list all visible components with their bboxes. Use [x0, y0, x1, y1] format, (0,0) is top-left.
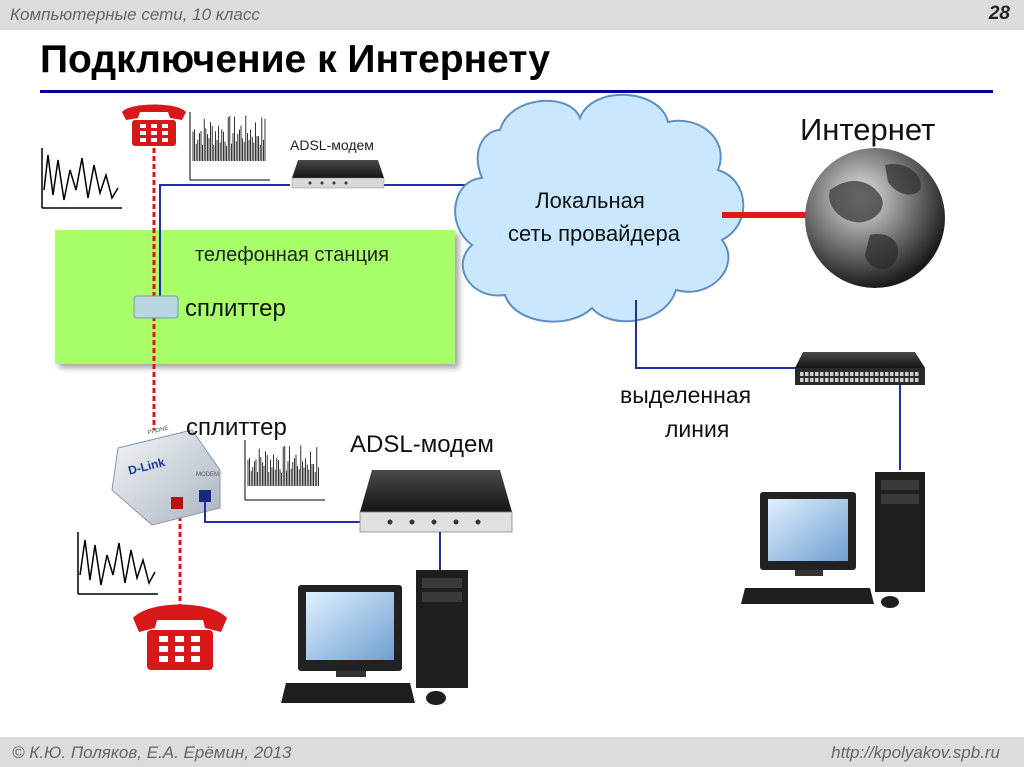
digital-signal-graph-top — [189, 112, 270, 181]
switch-port — [895, 378, 899, 382]
adsl-modem-small-label: ADSL-модем — [290, 137, 374, 153]
cloud-label-line2: сеть провайдера — [508, 221, 681, 246]
switch-port — [805, 372, 809, 376]
splitter-port-phone-label: PHONE — [147, 425, 169, 436]
footer-site: http://kpolyakov.spb.ru — [831, 743, 1000, 762]
switch-port — [865, 378, 869, 382]
switch-port — [810, 372, 814, 376]
pc-right — [741, 472, 925, 608]
switch-port — [885, 378, 889, 382]
switch-port — [825, 372, 829, 376]
adsl-modem-small-device — [291, 160, 385, 189]
switch-port — [845, 372, 849, 376]
switch-port — [855, 372, 859, 376]
switch-port — [900, 378, 904, 382]
switch-port — [880, 372, 884, 376]
switch-port — [825, 378, 829, 382]
page-number: 28 — [988, 3, 1010, 24]
digital-signal-graph-bottom — [244, 440, 325, 501]
adsl-modem-home-device — [359, 470, 513, 533]
switch-port — [870, 378, 874, 382]
switch-port — [805, 378, 809, 382]
switch-port — [875, 372, 879, 376]
leased-line-label-1: выделенная — [620, 382, 751, 408]
title-underline — [40, 90, 993, 93]
home-splitter-label: сплиттер — [186, 414, 287, 441]
internet-label: Интернет — [800, 112, 935, 147]
switch-port — [860, 378, 864, 382]
station-splitter-label: сплиттер — [185, 295, 286, 322]
phone-icon-top — [122, 104, 186, 146]
leased-line — [635, 300, 796, 369]
switch-port — [875, 378, 879, 382]
switch-port — [860, 372, 864, 376]
globe-icon — [805, 148, 945, 288]
provider-cloud: Локальная сеть провайдера — [454, 93, 745, 323]
footer-bar: © К.Ю. Поляков, Е.А. Ерёмин, 2013 http:/… — [0, 737, 1024, 767]
station-splitter — [133, 295, 179, 319]
course-title: Компьютерные сети, 10 класс — [10, 5, 260, 24]
switch-port — [915, 378, 919, 382]
switch-port — [865, 372, 869, 376]
analog-signal-graph-top — [41, 148, 122, 209]
phone-station-label: телефонная станция — [195, 244, 389, 266]
switch-port — [840, 378, 844, 382]
switch-port — [900, 372, 904, 376]
switch-port — [840, 372, 844, 376]
switch-port — [820, 378, 824, 382]
switch-port — [915, 372, 919, 376]
switch-port — [870, 372, 874, 376]
switch-port — [890, 378, 894, 382]
switch-port — [800, 372, 804, 376]
phone-station-box — [55, 230, 455, 364]
footer-authors: © К.Ю. Поляков, Е.А. Ерёмин, 2013 — [12, 743, 292, 762]
switch-port — [850, 372, 854, 376]
home-splitter-device: D-Link PHONE MODEM — [111, 425, 221, 526]
header-bar: Компьютерные сети, 10 класс 28 — [0, 0, 1024, 30]
switch-port — [800, 378, 804, 382]
switch-port — [885, 372, 889, 376]
switch-port — [845, 378, 849, 382]
switch-port — [905, 378, 909, 382]
switch-port — [895, 372, 899, 376]
adsl-modem-home-label: ADSL-модем — [350, 431, 494, 458]
splitter-port-modem-label: MODEM — [196, 472, 219, 478]
switch-port — [830, 378, 834, 382]
switch-port — [815, 372, 819, 376]
analog-signal-graph-bottom — [77, 532, 158, 595]
switch-port — [830, 372, 834, 376]
leased-line-label-2: линия — [665, 416, 729, 442]
switch-port — [815, 378, 819, 382]
splitter-modem-line — [204, 500, 362, 523]
switch-port — [850, 378, 854, 382]
page-title: Подключение к Интернету — [40, 38, 551, 81]
station-modem-line — [159, 184, 290, 305]
switch-port — [905, 372, 909, 376]
phone-icon-bottom — [133, 604, 227, 670]
cloud-label-line1: Локальная — [535, 188, 645, 213]
switch-port — [855, 378, 859, 382]
switch-port — [835, 378, 839, 382]
switch-port — [820, 372, 824, 376]
switch-port — [810, 378, 814, 382]
switch-port — [910, 372, 914, 376]
switch-port — [910, 378, 914, 382]
switch-port — [835, 372, 839, 376]
switch-port — [880, 378, 884, 382]
pc-home — [281, 570, 468, 705]
network-switch-device — [795, 352, 925, 385]
switch-port — [890, 372, 894, 376]
